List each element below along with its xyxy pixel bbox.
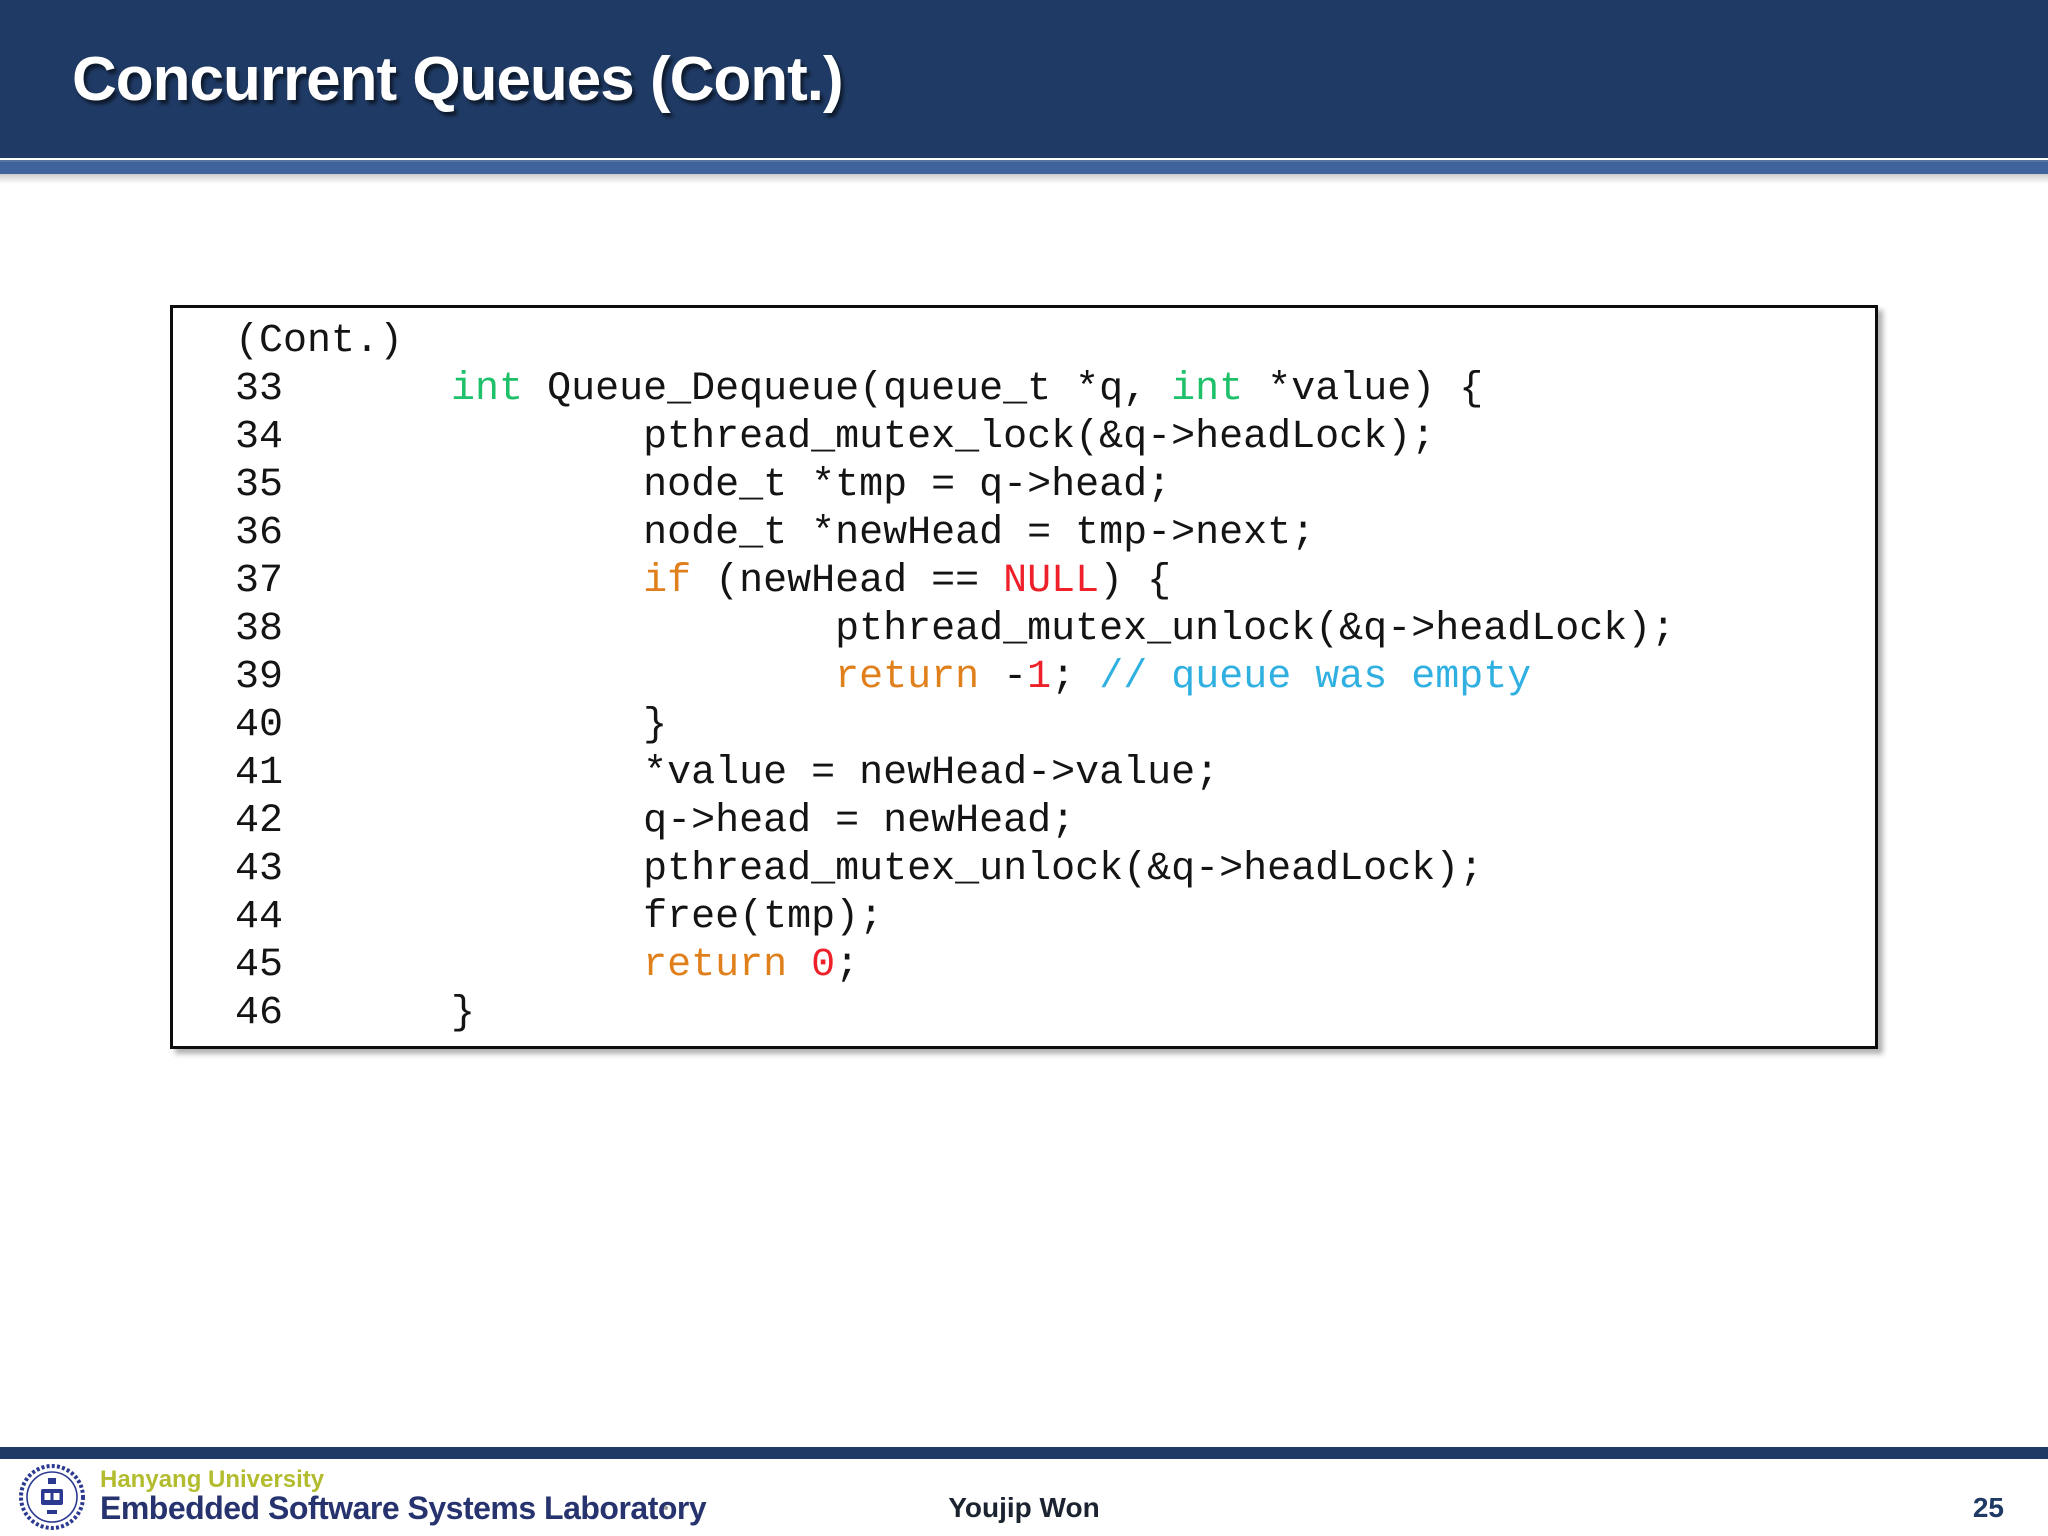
footer-author: Youjip Won <box>948 1492 1100 1523</box>
code-line: 39 return -1; // queue was empty <box>235 655 1532 700</box>
hanyang-university-seal-icon <box>19 1464 85 1530</box>
page-number: 25 <box>1972 1492 2004 1523</box>
header-band: Concurrent Queues (Cont.) <box>0 0 2048 158</box>
code-line: 43 pthread_mutex_unlock(&q->headLock); <box>235 847 1484 892</box>
code-line: 41 *value = newHead->value; <box>235 751 1220 796</box>
code-line: 40 } <box>235 703 668 748</box>
code-panel: (Cont.)33 int Queue_Dequeue(queue_t *q, … <box>170 305 1878 1049</box>
code-line: 38 pthread_mutex_unlock(&q->headLock); <box>235 607 1676 652</box>
code-line: 35 node_t *tmp = q->head; <box>235 463 1172 508</box>
code-line: 42 q->head = newHead; <box>235 799 1076 844</box>
footer-lab-name: Embedded Software Systems Laboratory <box>100 1490 707 1526</box>
header-shadow <box>0 174 2048 184</box>
code-line: 37 if (newHead == NULL) { <box>235 559 1172 604</box>
footer-university-name: Hanyang University <box>100 1466 325 1493</box>
code-line: 46 } <box>235 991 476 1036</box>
header-accent-strip <box>0 160 2048 174</box>
code-lines: (Cont.)33 int Queue_Dequeue(queue_t *q, … <box>235 318 1859 1038</box>
code-line: 34 pthread_mutex_lock(&q->headLock); <box>235 415 1436 460</box>
code-line: 36 node_t *newHead = tmp->next; <box>235 511 1316 556</box>
code-line: 45 return 0; <box>235 943 860 988</box>
code-line: (Cont.) <box>235 319 404 364</box>
footer-dot <box>664 1506 668 1510</box>
code-line: 44 free(tmp); <box>235 895 884 940</box>
slide-title: Concurrent Queues (Cont.) <box>72 45 844 114</box>
footer-divider-bar <box>0 1447 2048 1459</box>
code-line: 33 int Queue_Dequeue(queue_t *q, int *va… <box>235 367 1484 412</box>
